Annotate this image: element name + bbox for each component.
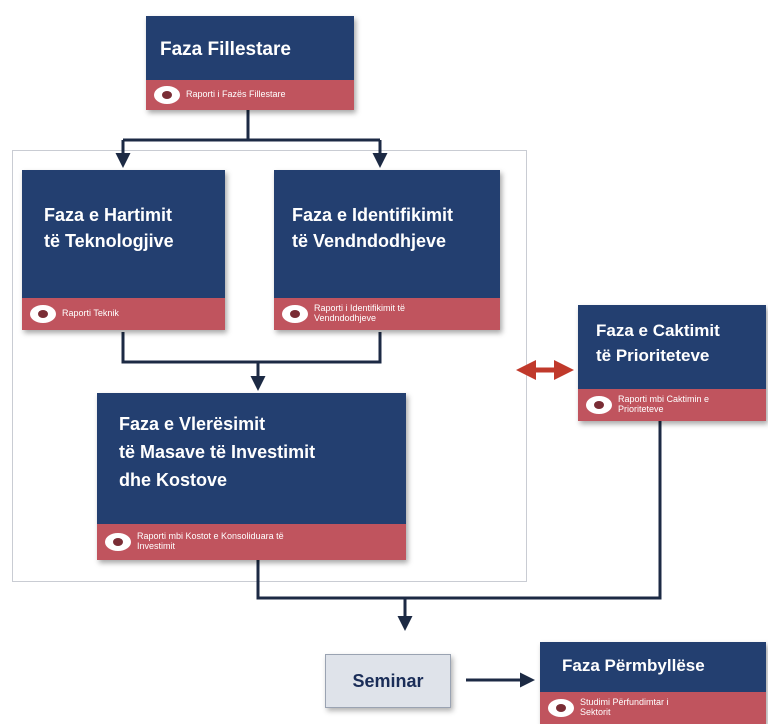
technology-phase-report-label: Raporti Teknik — [62, 309, 119, 319]
technology-phase-title: Faza e Hartimit të Teknologjive — [44, 205, 174, 252]
eye-icon — [30, 305, 56, 323]
evaluation-phase-report: Raporti mbi Kostot e Konsoliduara të Inv… — [97, 524, 406, 560]
box-initial-phase: Faza Fillestare Raporti i Fazës Fillesta… — [146, 16, 354, 110]
eye-icon — [105, 533, 131, 551]
eye-icon — [586, 396, 612, 414]
box-final-phase: Faza Përmbyllëse Studimi Përfundimtar i … — [540, 642, 766, 724]
initial-phase-report: Raporti i Fazës Fillestare — [146, 80, 354, 110]
priority-phase-title: Faza e Caktimit të Prioriteteve — [596, 321, 720, 365]
initial-phase-title: Faza Fillestare — [160, 39, 291, 60]
box-evaluation-phase: Faza e Vlerësimit të Masave të Investimi… — [97, 393, 406, 560]
eye-icon — [282, 305, 308, 323]
box-priority-phase: Faza e Caktimit të Prioriteteve Raporti … — [578, 305, 766, 421]
technology-phase-report: Raporti Teknik — [22, 298, 225, 330]
priority-phase-report: Raporti mbi Caktimin e Prioriteteve — [578, 389, 766, 421]
priority-phase-report-label: Raporti mbi Caktimin e Prioriteteve — [618, 395, 710, 414]
eye-icon — [548, 699, 574, 717]
final-phase-report: Studimi Përfundimtar i Sektorit — [540, 692, 766, 724]
final-phase-title: Faza Përmbyllëse — [562, 656, 705, 675]
box-technology-phase: Faza e Hartimit të Teknologjive Raporti … — [22, 170, 225, 330]
evaluation-phase-title: Faza e Vlerësimit të Masave të Investimi… — [119, 414, 316, 490]
site-identification-phase-report-label: Raporti i Identifikimit të Vendndodhjeve — [314, 304, 406, 323]
evaluation-phase-report-label: Raporti mbi Kostot e Konsoliduara të Inv… — [137, 532, 284, 551]
eye-icon — [154, 86, 180, 104]
site-identification-phase-report: Raporti i Identifikimit të Vendndodhjeve — [274, 298, 500, 330]
connector-merge — [121, 332, 382, 364]
initial-phase-report-label: Raporti i Fazës Fillestare — [186, 90, 286, 100]
seminar-box: Seminar — [325, 654, 451, 708]
site-identification-phase-title: Faza e Identifikimit të Vendndodhjeve — [292, 205, 454, 252]
final-phase-report-label: Studimi Përfundimtar i Sektorit — [580, 698, 669, 717]
connector-eval-down — [256, 400, 662, 600]
box-site-identification-phase: Faza e Identifikimit të Vendndodhjeve Ra… — [274, 170, 500, 330]
